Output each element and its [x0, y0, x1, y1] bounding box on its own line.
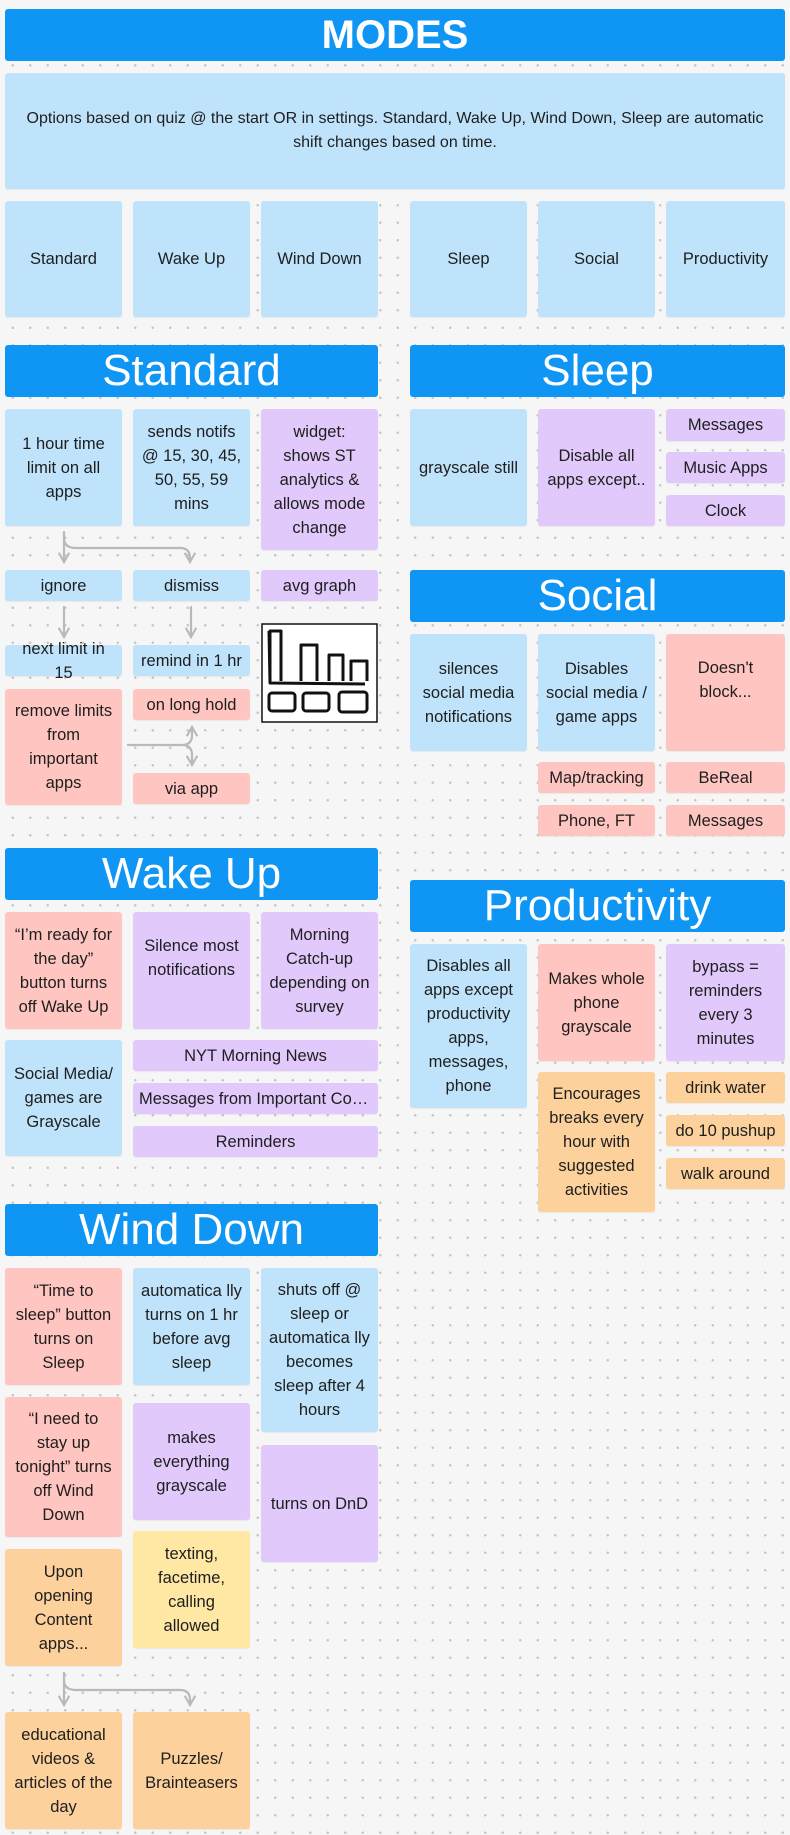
productivity-breaks-note[interactable]: Encourages breaks every hour with sugges…: [538, 1072, 655, 1212]
mode-standard[interactable]: Standard: [5, 201, 122, 317]
productivity-header: Productivity: [410, 880, 785, 932]
wake-up-item-messages-label: Messages from Important Contacts: [139, 1089, 372, 1108]
sleep-header: Sleep: [410, 345, 785, 397]
wind-down-shuts-off-note[interactable]: shuts off @ sleep or automatica lly beco…: [261, 1268, 378, 1432]
wake-up-silence-note[interactable]: Silence most notifications: [133, 912, 250, 1029]
mode-wind-down[interactable]: Wind Down: [261, 201, 378, 317]
mode-wake-up[interactable]: Wake Up: [133, 201, 250, 317]
standard-header: Standard: [5, 345, 378, 397]
wake-up-header: Wake Up: [5, 848, 378, 900]
productivity-bypass-note[interactable]: bypass = reminders every 3 minutes: [666, 944, 785, 1061]
productivity-activity-water[interactable]: drink water: [666, 1072, 785, 1103]
wake-up-item-nyt[interactable]: NYT Morning News: [133, 1040, 378, 1071]
standard-remove-limits-note[interactable]: remove limits from important apps: [5, 689, 122, 805]
mode-social[interactable]: Social: [538, 201, 655, 317]
mode-productivity[interactable]: Productivity: [666, 201, 785, 317]
page-title: MODES: [5, 9, 785, 61]
standard-ignore-note[interactable]: ignore: [5, 570, 122, 601]
social-allowed-messages[interactable]: Messages: [666, 805, 785, 836]
standard-widget-note[interactable]: widget: shows ST analytics & allows mode…: [261, 409, 378, 550]
social-doesnt-block-note[interactable]: Doesn't block...: [666, 634, 785, 751]
social-allowed-phone-ft[interactable]: Phone, FT: [538, 805, 655, 836]
standard-remind-note[interactable]: remind in 1 hr: [133, 645, 250, 676]
sleep-exception-music-apps[interactable]: Music Apps: [666, 452, 785, 483]
widget-sketch-icon: [261, 623, 378, 723]
standard-time-limit-note[interactable]: 1 hour time limit on all apps: [5, 409, 122, 526]
wake-up-ready-button-note[interactable]: “I’m ready for the day” button turns off…: [5, 912, 122, 1029]
sleep-disable-note[interactable]: Disable all apps except..: [538, 409, 655, 526]
wind-down-educational-note[interactable]: educational videos & articles of the day: [5, 1712, 122, 1829]
standard-via-app-note[interactable]: via app: [133, 773, 250, 804]
wake-up-grayscale-note[interactable]: Social Media/ games are Grayscale: [5, 1040, 122, 1156]
productivity-activity-walk[interactable]: walk around: [666, 1158, 785, 1189]
wind-down-sleep-button-note[interactable]: “Time to sleep” button turns on Sleep: [5, 1268, 122, 1385]
standard-avg-graph-note[interactable]: avg graph: [261, 570, 378, 601]
intro-note[interactable]: Options based on quiz @ the start OR in …: [5, 73, 785, 189]
sleep-exception-clock[interactable]: Clock: [666, 495, 785, 526]
wind-down-content-apps-note[interactable]: Upon opening Content apps...: [5, 1549, 122, 1666]
social-disables-note[interactable]: Disables social media / game apps: [538, 634, 655, 751]
wind-down-stay-up-note[interactable]: “I need to stay up tonight” turns off Wi…: [5, 1397, 122, 1537]
standard-long-hold-note[interactable]: on long hold: [133, 689, 250, 720]
wind-down-dnd-note[interactable]: turns on DnD: [261, 1445, 378, 1562]
standard-dismiss-note[interactable]: dismiss: [133, 570, 250, 601]
wake-up-item-messages[interactable]: Messages from Important Contacts: [133, 1083, 378, 1114]
wind-down-header: Wind Down: [5, 1204, 378, 1256]
productivity-disables-note[interactable]: Disables all apps except productivity ap…: [410, 944, 527, 1108]
sleep-grayscale-note[interactable]: grayscale still: [410, 409, 527, 526]
wake-up-catchup-note[interactable]: Morning Catch-up depending on survey: [261, 912, 378, 1029]
social-silences-note[interactable]: silences social media notifications: [410, 634, 527, 751]
productivity-activity-pushup[interactable]: do 10 pushup: [666, 1115, 785, 1146]
sleep-exception-messages[interactable]: Messages: [666, 409, 785, 441]
social-header: Social: [410, 570, 785, 622]
mode-sleep[interactable]: Sleep: [410, 201, 527, 317]
productivity-grayscale-note[interactable]: Makes whole phone grayscale: [538, 944, 655, 1061]
arrow-remove-limits-to-long-hold: [180, 724, 199, 747]
arrow-remove-limits-to-via-app: [126, 743, 199, 768]
wind-down-auto-on-note[interactable]: automatica lly turns on 1 hr before avg …: [133, 1268, 250, 1385]
wake-up-item-reminders[interactable]: Reminders: [133, 1126, 378, 1157]
standard-next-limit-note[interactable]: next limit in 15: [5, 640, 122, 682]
standard-notifs-note[interactable]: sends notifs @ 15, 30, 45, 50, 55, 59 mi…: [133, 409, 250, 526]
arrow-time-limit-to-dismiss: [62, 536, 197, 565]
wind-down-texting-note[interactable]: texting, facetime, calling allowed: [133, 1531, 250, 1648]
wind-down-puzzles-note[interactable]: Puzzles/ Brainteasers: [133, 1712, 250, 1829]
arrow-content-to-puzzles: [62, 1678, 197, 1708]
social-allowed-map[interactable]: Map/tracking: [538, 762, 655, 793]
wind-down-grayscale-note[interactable]: makes everything grayscale: [133, 1403, 250, 1520]
social-allowed-bereal[interactable]: BeReal: [666, 762, 785, 793]
